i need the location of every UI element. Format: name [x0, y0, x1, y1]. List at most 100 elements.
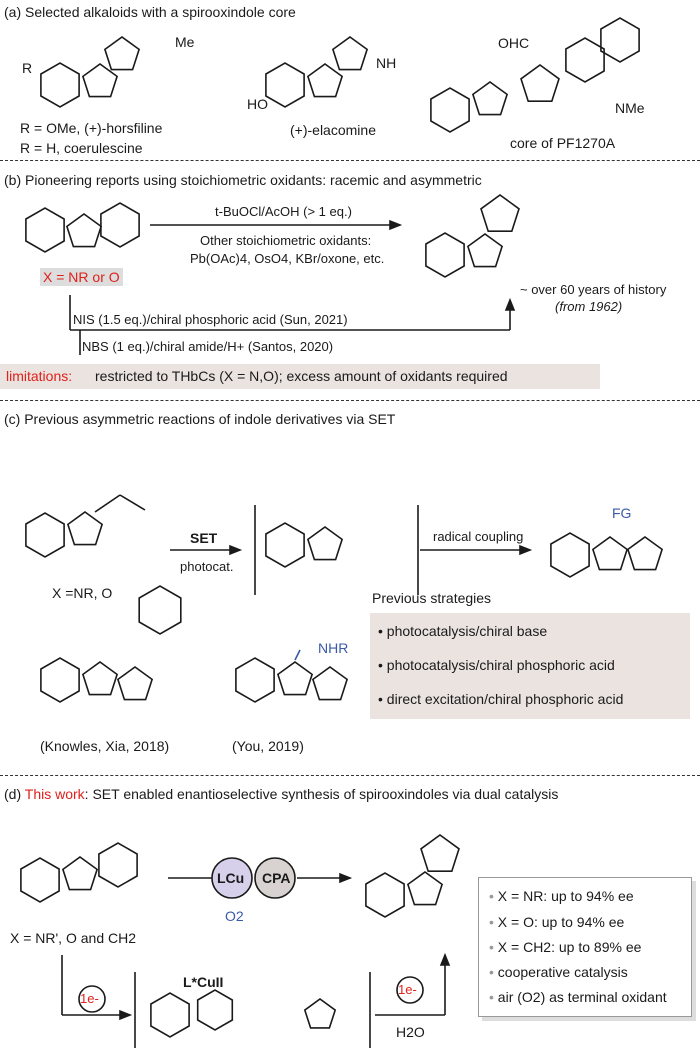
arrowhead	[339, 872, 353, 884]
strategies-title: Previous strategies	[372, 590, 492, 606]
limitations-text: restricted to THbCs (X = N,O); excess am…	[95, 368, 508, 384]
arrowhead	[504, 297, 516, 311]
benzene-ring	[550, 532, 590, 578]
divider	[0, 400, 700, 401]
atom-me: Me	[175, 34, 195, 50]
five-ring	[81, 63, 119, 98]
five-ring	[306, 526, 344, 561]
h2o-label: H2O	[396, 1024, 425, 1040]
reagent-bottom-2: Pb(OAc)4, OsO4, KBr/oxone, etc.	[190, 251, 385, 266]
electron-transfer-cycle-icon	[78, 985, 106, 1013]
bond	[119, 494, 146, 511]
five-ring	[626, 536, 664, 571]
benzene-ring	[565, 37, 605, 83]
atom-nhme: NMe	[615, 100, 645, 116]
five-ring	[471, 81, 509, 116]
benzene-ring	[40, 657, 80, 703]
five-ring	[81, 661, 119, 696]
five-ring	[65, 213, 103, 248]
lcu-label: LCu	[217, 870, 245, 886]
electron-transfer-cycle-icon	[396, 976, 424, 1004]
o-n-bond	[294, 649, 301, 661]
benzene-ring	[25, 512, 65, 558]
history-from: (from 1962)	[555, 299, 623, 314]
five-ring	[406, 871, 444, 906]
five-ring	[61, 856, 99, 891]
one-electron-left: 1e-	[80, 991, 99, 1006]
arrowhead	[519, 544, 533, 556]
five-ring	[466, 233, 504, 268]
five-ring	[480, 194, 520, 232]
five-ring	[591, 536, 629, 571]
o2-label: O2	[225, 908, 244, 924]
radical-coupling-label: radical coupling	[433, 529, 524, 544]
benzene-ring	[150, 992, 190, 1038]
five-ring	[103, 36, 141, 71]
result-item: • air (O2) as terminal oxidant	[489, 989, 667, 1005]
d-x-definition: X = NR', O and CH2	[10, 930, 136, 946]
atom-ohc: OHC	[498, 35, 530, 51]
atom-r: R	[22, 60, 33, 76]
five-ring	[116, 666, 154, 701]
limitations-box: limitations: restricted to THbCs (X = N,…	[0, 364, 600, 389]
nhr-label: NHR	[318, 640, 349, 656]
limitations-label: limitations:	[6, 368, 73, 384]
benzene-ring	[196, 989, 234, 1031]
x-definition: X = NR or O	[40, 268, 123, 287]
you-ref: (You, 2019)	[232, 738, 304, 754]
history-text: ~ over 60 years of history	[520, 282, 667, 297]
tmp-ring	[138, 585, 182, 635]
five-ring	[66, 511, 104, 546]
strategy-item: • photocatalysis/chiral phosphoric acid	[378, 657, 615, 673]
nbs-method: NBS (1 eq.)/chiral amide/H+ (Santos, 202…	[82, 339, 334, 354]
section-b-title: (b) Pioneering reports using stoichiomet…	[4, 172, 482, 188]
fg-label: FG	[612, 505, 632, 521]
arrowhead	[229, 544, 243, 556]
five-ring	[331, 36, 369, 71]
arrowhead	[389, 219, 403, 231]
result-item: • X = NR: up to 94% ee	[489, 888, 634, 904]
c-x-definition: X =NR, O	[52, 585, 113, 601]
divider	[0, 775, 700, 776]
nis-method: NIS (1.5 eq.)/chiral phosphoric acid (Su…	[73, 312, 348, 327]
results-box: • X = NR: up to 94% ee • X = O: up to 94…	[478, 877, 692, 1017]
strategy-item: • direct excitation/chiral phosphoric ac…	[378, 691, 624, 707]
benzene-ring	[25, 207, 65, 253]
phosphate	[303, 998, 337, 1029]
knowles-ref: (Knowles, Xia, 2018)	[40, 738, 170, 754]
five-ring	[276, 661, 314, 696]
set-label: SET	[190, 530, 218, 546]
result-item: • X = CH2: up to 89% ee	[489, 939, 642, 955]
reagent-bottom-1: Other stoichiometric oxidants:	[200, 233, 372, 248]
photocat-label: photocat.	[180, 559, 234, 574]
bond	[94, 494, 121, 513]
benzene-ring	[98, 842, 138, 888]
arrowhead	[119, 1009, 133, 1021]
elacomine-label: (+)-elacomine	[290, 122, 376, 138]
strategies-box: • photocatalysis/chiral base • photocata…	[370, 613, 690, 719]
benzene-ring	[265, 522, 305, 568]
benzene-ring	[20, 857, 60, 903]
five-ring	[520, 64, 560, 102]
lcu-catalyst-circle	[211, 857, 253, 899]
pf1270a-label: core of PF1270A	[510, 135, 616, 151]
benzene-ring	[100, 202, 140, 248]
five-ring	[306, 63, 344, 98]
benzene-ring	[265, 62, 305, 108]
section-d-title: (d) This work: SET enabled enantioselect…	[4, 786, 559, 802]
cpa-catalyst-circle	[254, 857, 296, 899]
horsfiline-label: R = OMe, (+)-horsfiline	[20, 120, 163, 136]
five-ring	[311, 666, 349, 701]
five-ring	[420, 834, 460, 873]
cpa-label: CPA	[262, 870, 291, 886]
section-c-title: (c) Previous asymmetric reactions of ind…	[4, 411, 396, 427]
one-electron-right: 1e-	[398, 982, 417, 997]
result-item: • X = O: up to 94% ee	[489, 914, 625, 930]
coerulescine-label: R = H, coerulescine	[20, 140, 143, 156]
benzene-ring	[600, 17, 640, 63]
benzene-ring	[430, 87, 470, 133]
result-item: • cooperative catalysis	[489, 964, 628, 980]
benzene-ring	[235, 657, 275, 703]
section-a-title: (a) Selected alkaloids with a spirooxind…	[4, 4, 296, 20]
